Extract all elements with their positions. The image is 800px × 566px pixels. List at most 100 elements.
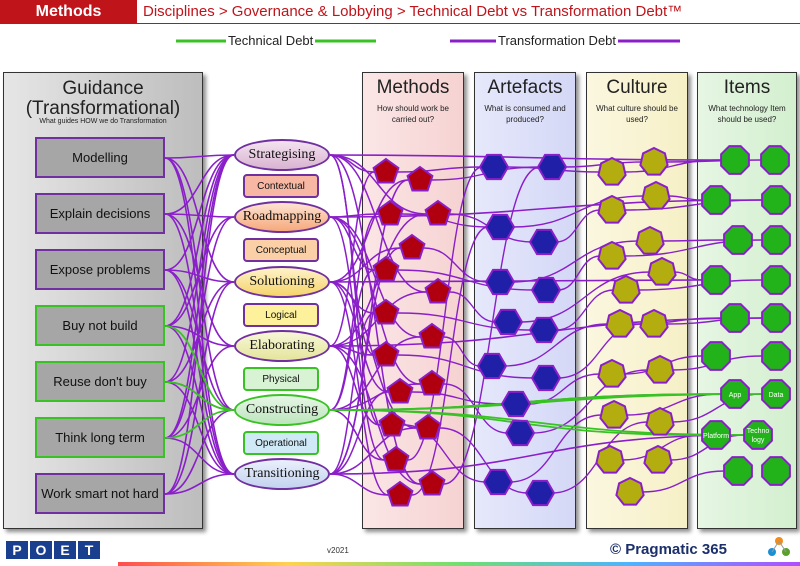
artefact-hexagon[interactable]	[484, 268, 516, 296]
item-octagon[interactable]	[761, 185, 791, 215]
artefact-hexagon[interactable]	[492, 308, 524, 336]
culture-heptagon[interactable]	[639, 308, 669, 338]
version-label: v2021	[327, 546, 349, 555]
method-pentagon[interactable]	[398, 233, 426, 260]
stage-strategising[interactable]: Strategising	[234, 139, 330, 171]
stage-constructing[interactable]: Constructing	[234, 394, 330, 426]
culture-heptagon[interactable]	[635, 225, 665, 255]
item-label-data: Data	[769, 392, 784, 399]
artefact-hexagon[interactable]	[500, 390, 532, 418]
item-octagon[interactable]	[720, 303, 750, 333]
method-pentagon[interactable]	[414, 413, 442, 440]
culture-heptagon[interactable]	[597, 194, 627, 224]
artefact-hexagon[interactable]	[536, 153, 568, 181]
artefact-hexagon[interactable]	[524, 479, 556, 507]
artefact-hexagon[interactable]	[530, 276, 562, 304]
method-pentagon[interactable]	[378, 410, 406, 437]
item-octagon[interactable]	[761, 379, 791, 409]
pragmatic-logo-icon	[768, 537, 790, 556]
method-pentagon[interactable]	[372, 340, 400, 367]
stage-transitioning[interactable]: Transitioning	[234, 458, 330, 490]
method-pentagon[interactable]	[372, 255, 400, 282]
culture-title: Culture	[606, 77, 668, 98]
item-label-app: App	[729, 392, 742, 399]
item-octagon[interactable]	[723, 456, 753, 486]
guidance-think-long-term[interactable]: Think long term	[35, 417, 165, 458]
culture-heptagon[interactable]	[641, 180, 671, 210]
artefact-hexagon[interactable]	[478, 153, 510, 181]
guidance-title: Guidance (Transformational)	[25, 78, 181, 119]
method-pentagon[interactable]	[386, 480, 414, 507]
guidance-reuse-dont-buy[interactable]: Reuse don't buy	[35, 361, 165, 402]
legend-technical-label: Technical Debt	[226, 33, 316, 48]
artefact-hexagon[interactable]	[482, 468, 514, 496]
items-subtitle: What technology Item should be used?	[708, 104, 786, 124]
guidance-work-smart[interactable]: Work smart not hard	[35, 473, 165, 514]
item-octagon[interactable]	[760, 145, 790, 175]
culture-heptagon[interactable]	[599, 399, 629, 429]
culture-heptagon[interactable]	[597, 240, 627, 270]
artefact-hexagon[interactable]	[504, 419, 536, 447]
culture-heptagon[interactable]	[639, 146, 669, 176]
guidance-explain-decisions[interactable]: Explain decisions	[35, 193, 165, 234]
method-pentagon[interactable]	[372, 298, 400, 325]
item-octagon[interactable]	[701, 341, 731, 371]
item-octagon[interactable]	[720, 379, 750, 409]
method-pentagon[interactable]	[418, 322, 446, 349]
item-octagon[interactable]	[723, 225, 753, 255]
culture-subtitle: What culture should be used?	[596, 104, 678, 124]
culture-heptagon[interactable]	[645, 406, 675, 436]
culture-heptagon[interactable]	[595, 444, 625, 474]
artefact-hexagon[interactable]	[530, 364, 562, 392]
culture-heptagon[interactable]	[611, 274, 641, 304]
item-octagon[interactable]	[761, 303, 791, 333]
culture-heptagon[interactable]	[645, 354, 675, 384]
culture-heptagon[interactable]	[605, 308, 635, 338]
guidance-modelling[interactable]: Modelling	[35, 137, 165, 178]
method-pentagon[interactable]	[372, 157, 400, 184]
method-pentagon[interactable]	[386, 377, 414, 404]
level-operational[interactable]: Operational	[243, 431, 319, 455]
methods-title: Methods	[376, 77, 450, 98]
item-octagon[interactable]	[743, 420, 773, 450]
guidance-buy-not-build[interactable]: Buy not build	[35, 305, 165, 346]
item-octagon[interactable]	[761, 265, 791, 295]
breadcrumb: Disciplines > Governance & Lobbying > Te…	[143, 3, 683, 20]
culture-heptagon[interactable]	[615, 476, 645, 506]
item-octagon[interactable]	[701, 420, 731, 450]
item-octagon[interactable]	[761, 341, 791, 371]
artefact-hexagon[interactable]	[528, 228, 560, 256]
level-logical[interactable]: Logical	[243, 303, 319, 327]
level-physical[interactable]: Physical	[243, 367, 319, 391]
culture-heptagon[interactable]	[597, 156, 627, 186]
method-pentagon[interactable]	[418, 469, 446, 496]
method-pentagon[interactable]	[382, 445, 410, 472]
culture-heptagon[interactable]	[643, 444, 673, 474]
poet-letter-p: P	[6, 541, 28, 559]
culture-heptagon[interactable]	[597, 358, 627, 388]
stage-elaborating[interactable]: Elaborating	[234, 330, 330, 362]
method-pentagon[interactable]	[418, 369, 446, 396]
method-pentagon[interactable]	[376, 199, 404, 226]
method-pentagon[interactable]	[424, 277, 452, 304]
items-title: Items	[723, 77, 771, 98]
culture-heptagon[interactable]	[647, 256, 677, 286]
item-octagon[interactable]	[701, 185, 731, 215]
legend-transformation-label: Transformation Debt	[496, 33, 619, 48]
artefact-hexagon[interactable]	[528, 316, 560, 344]
artefact-hexagon[interactable]	[476, 352, 508, 380]
level-conceptual[interactable]: Conceptual	[243, 238, 319, 262]
method-pentagon[interactable]	[406, 165, 434, 192]
item-octagon[interactable]	[761, 456, 791, 486]
artefacts-title: Artefacts	[487, 77, 563, 98]
artefact-hexagon[interactable]	[484, 213, 516, 241]
stage-solutioning[interactable]: Solutioning	[234, 266, 330, 298]
method-pentagon[interactable]	[424, 199, 452, 226]
guidance-subtitle: What guides HOW we do Transformation	[39, 118, 167, 125]
item-octagon[interactable]	[701, 265, 731, 295]
level-contextual[interactable]: Contextual	[243, 174, 319, 198]
item-octagon[interactable]	[761, 225, 791, 255]
stage-roadmapping[interactable]: Roadmapping	[234, 201, 330, 233]
item-octagon[interactable]	[720, 145, 750, 175]
guidance-expose-problems[interactable]: Expose problems	[35, 249, 165, 290]
